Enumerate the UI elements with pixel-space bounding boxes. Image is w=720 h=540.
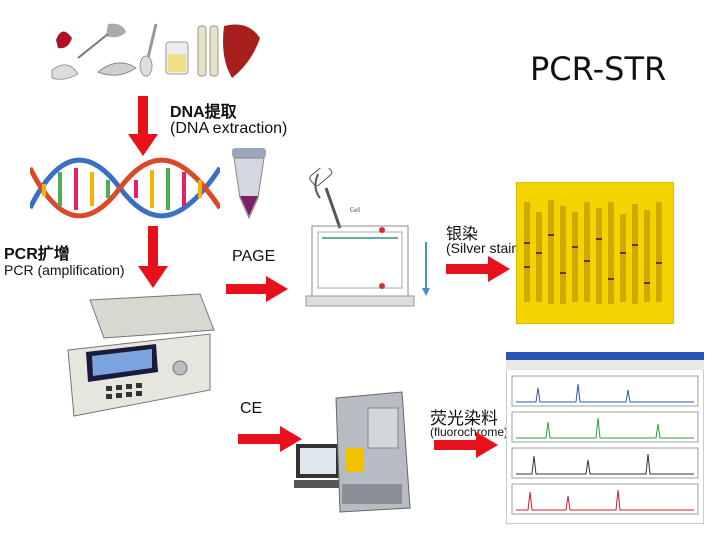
page-title: PCR-STR <box>530 50 667 88</box>
arrow-right <box>434 432 498 458</box>
electropherogram-screenshot <box>506 352 704 524</box>
tissue-samples-image <box>51 23 260 80</box>
arrow-right <box>446 256 510 282</box>
svg-text:Gel: Gel <box>350 206 360 214</box>
pcr-label-en: PCR (amplification) <box>4 262 125 278</box>
electrophoresis-tank-image: Gel <box>305 168 430 307</box>
pcr-label-cn: PCR扩增 <box>4 246 70 263</box>
thermocycler-image <box>67 293 215 417</box>
extraction-label-cn: DNA提取 <box>170 104 237 121</box>
page-label: PAGE <box>232 248 276 265</box>
ce-label: CE <box>240 400 263 417</box>
dna-helix-image <box>30 157 220 219</box>
extraction-label-en: (DNA extraction) <box>170 120 288 137</box>
arrow-right <box>226 276 288 302</box>
genetic-analyzer-image <box>294 391 411 513</box>
arrow-right <box>238 426 302 452</box>
arrow-down <box>128 96 158 156</box>
silver-label-en: (Silver stain) <box>446 240 524 256</box>
fluoro-label-cn: 荧光染料 <box>430 409 498 428</box>
pcr-tube-image <box>232 148 266 220</box>
arrow-down <box>138 226 168 288</box>
fluoro-label-en: (fluorochrome) <box>430 425 509 439</box>
silver-label-cn: 银染 <box>446 226 479 243</box>
silver-stained-gel-image <box>516 182 674 324</box>
